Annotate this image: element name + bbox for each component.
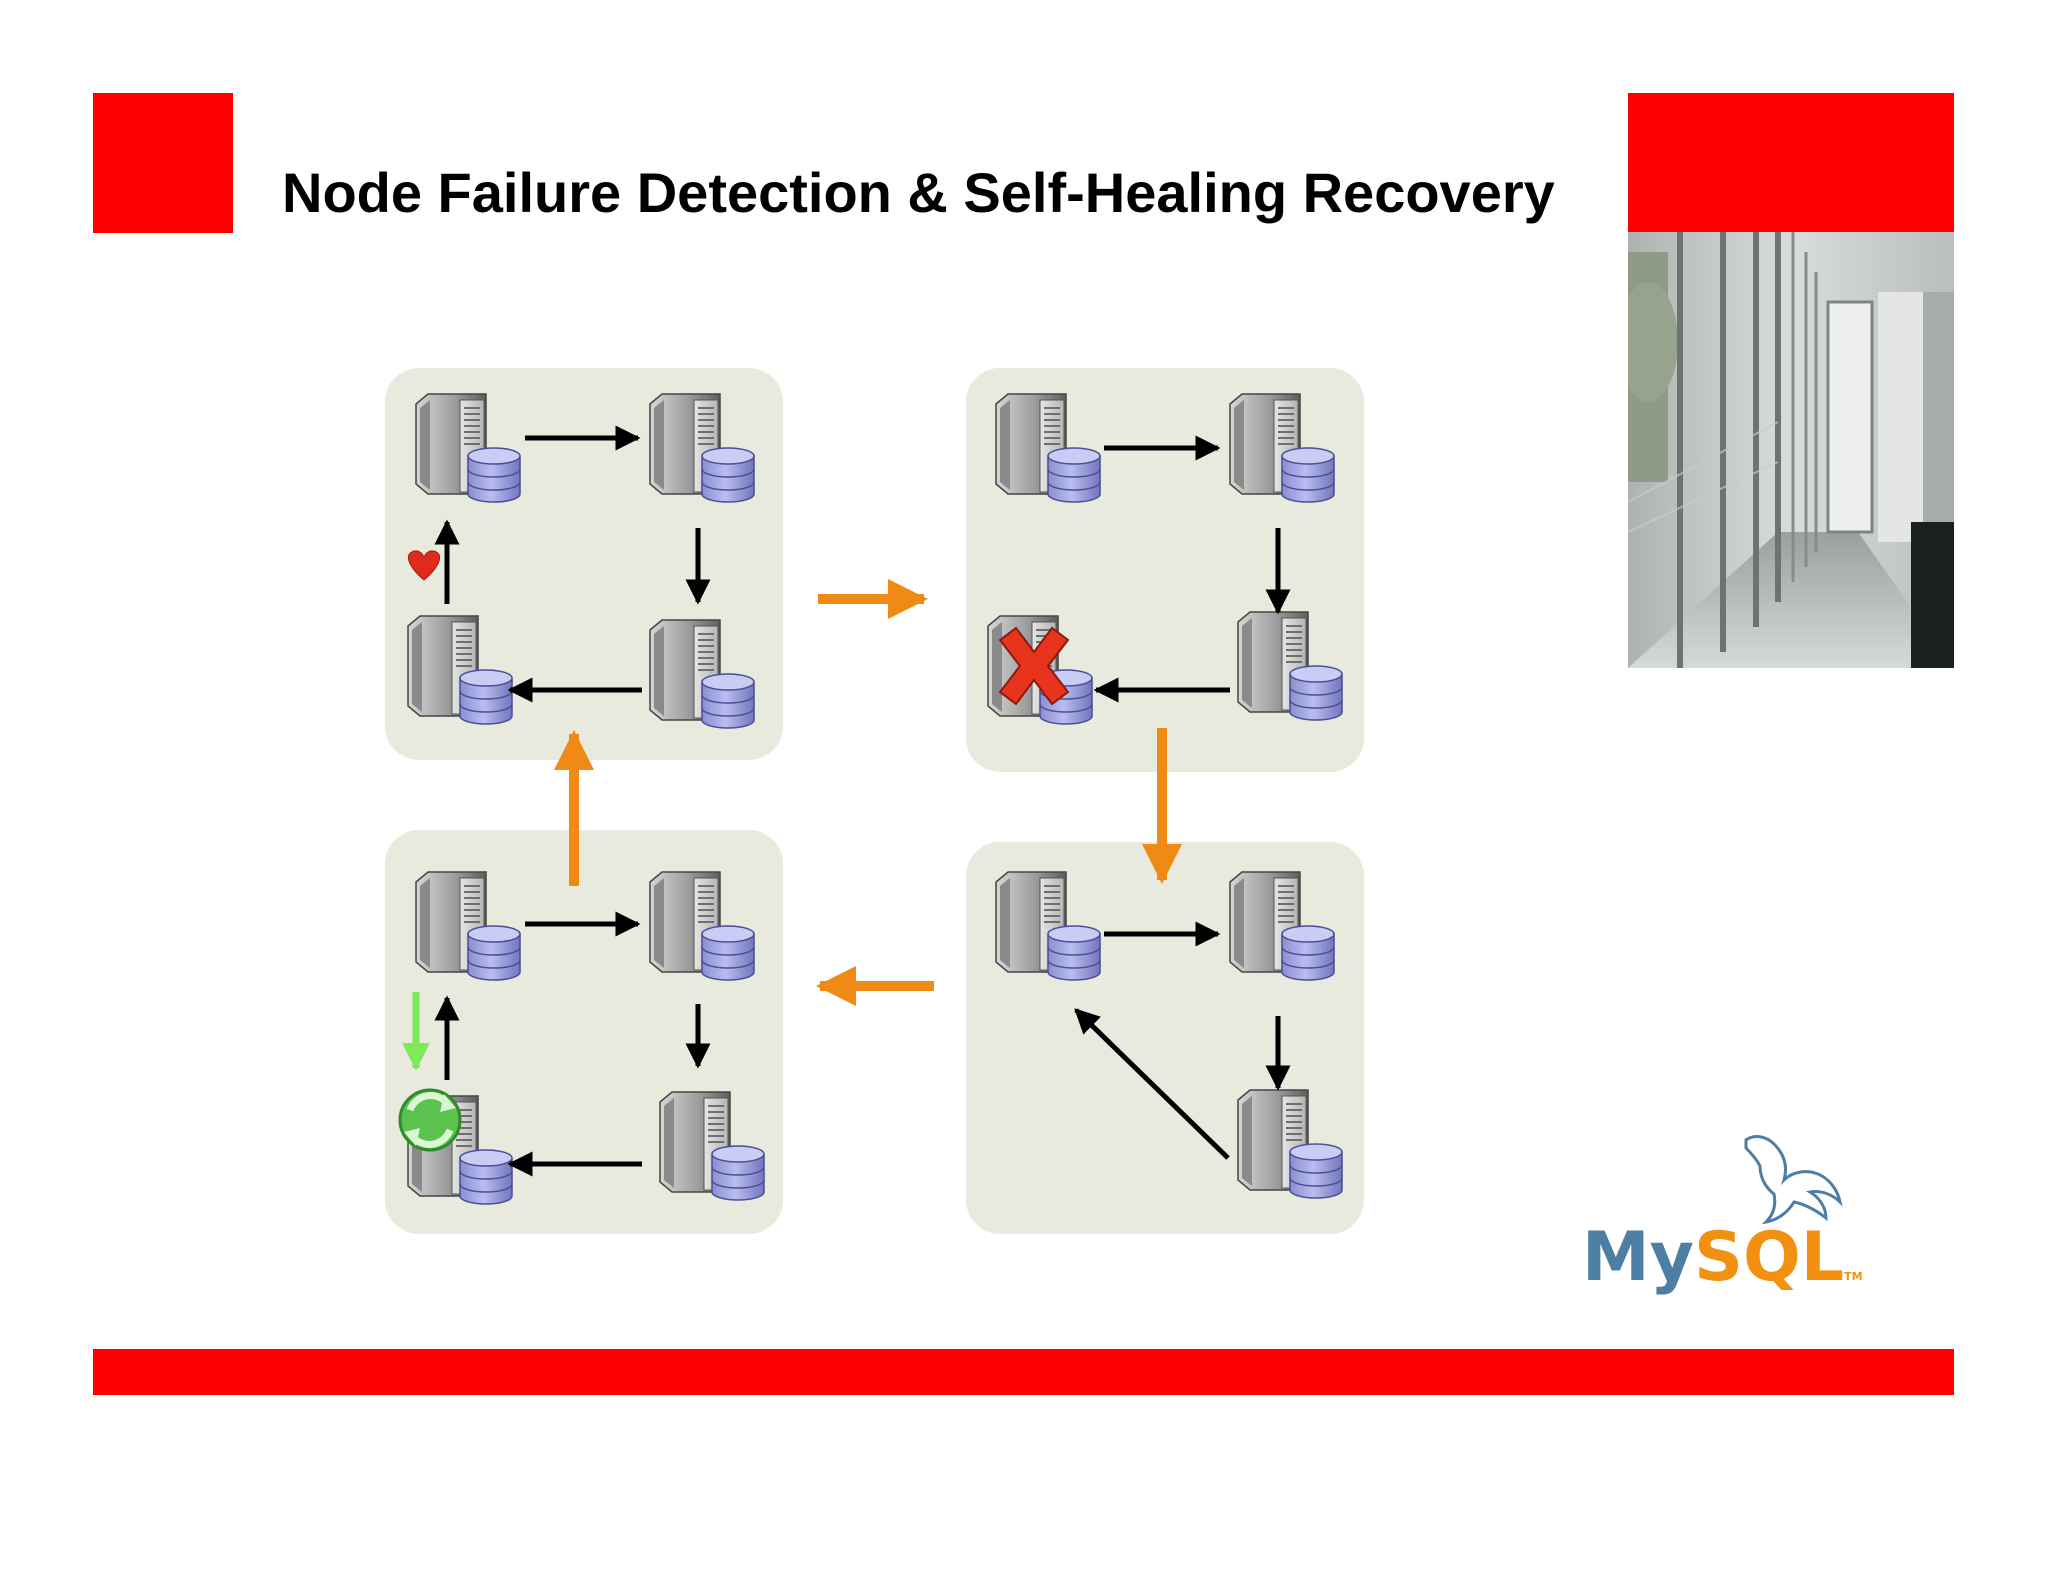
recovery-arrows-icon xyxy=(398,1088,462,1152)
mysql-logo: MySQLTM xyxy=(1570,1130,1870,1310)
logo-text-my: My xyxy=(1582,1218,1694,1297)
top-left-red-block xyxy=(93,93,233,233)
logo-text-sql: SQL xyxy=(1694,1218,1845,1297)
dolphin-icon xyxy=(1744,1135,1843,1225)
glass-corridor-photo xyxy=(1628,232,1954,668)
failure-x-icon xyxy=(998,626,1070,706)
node-failure xyxy=(987,393,1343,725)
slide-title: Node Failure Detection & Self-Healing Re… xyxy=(282,161,1555,224)
healthy-ring xyxy=(407,393,755,729)
footer-red-bar xyxy=(93,1349,1954,1395)
ring-arrow xyxy=(1074,1008,1230,1160)
node-recovery xyxy=(398,871,765,1205)
ring-bypass xyxy=(995,871,1343,1199)
logo-trademark: TM xyxy=(1844,1270,1863,1283)
top-right-red-block xyxy=(1628,93,1954,233)
